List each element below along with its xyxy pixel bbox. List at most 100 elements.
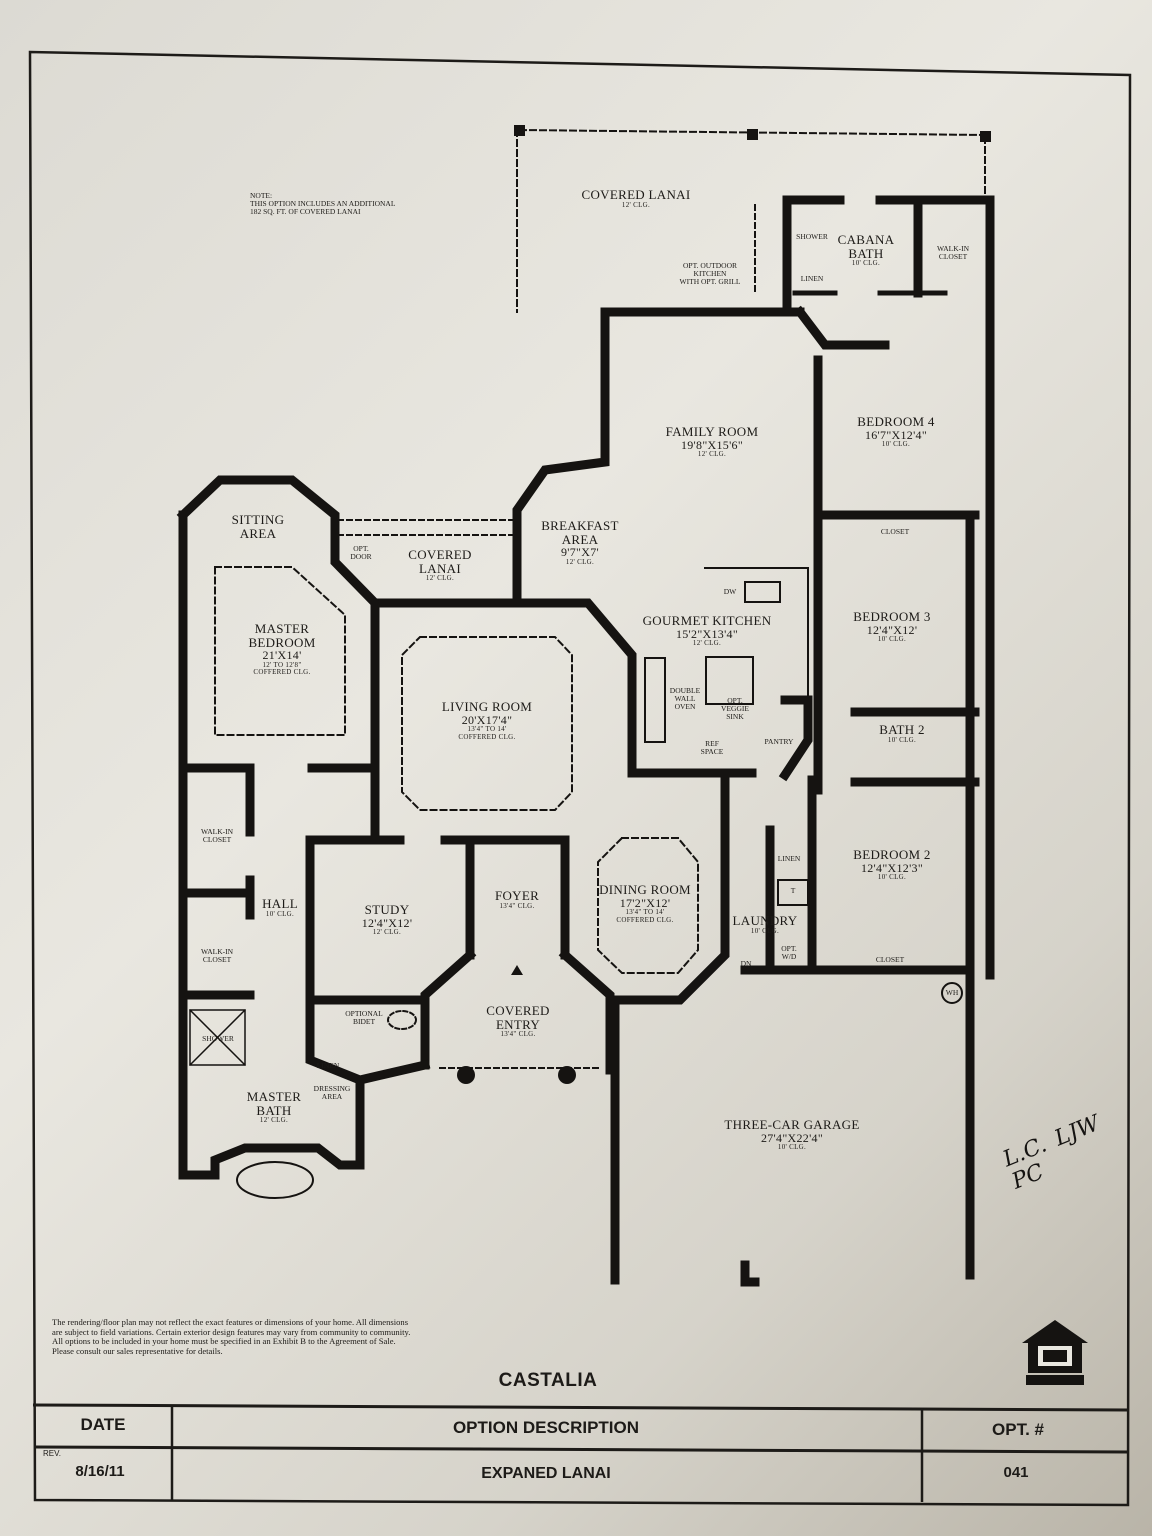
room-ceiling: 12' CLG.: [372, 928, 402, 937]
room-label-opt-door: OPT.DOOR: [350, 545, 371, 561]
room-dimensions: 12'4"X12'3": [860, 860, 924, 875]
disclaimer-text: The rendering/floor plan may not reflect…: [52, 1317, 411, 1356]
room-name: BEDROOM 4: [857, 414, 935, 429]
room-name: FAMILY ROOM: [665, 424, 759, 439]
room-name: OVEN: [674, 701, 696, 711]
room-dimensions: 12'4"X12': [866, 622, 918, 637]
room-ceiling: 12' CLG.: [425, 574, 455, 583]
room-name: BREAKFAST: [541, 518, 619, 533]
room-ceiling: 10' CLG.: [750, 926, 780, 935]
room-name: OPT. OUTDOOR: [682, 261, 738, 270]
room-ceiling: 10' CLG.: [887, 735, 917, 744]
room-name: HALL: [262, 896, 298, 911]
room-name: OPTIONAL: [345, 1009, 383, 1018]
room-label-linen-master: LINEN: [316, 1061, 340, 1070]
room-dimensions: 17'2"X12': [619, 895, 671, 910]
room-label-shower-cabana: SHOWER: [796, 232, 828, 241]
room-name: WALL: [674, 693, 696, 703]
room-ceiling: COFFERED CLG.: [458, 732, 516, 741]
opt-number-header: OPT. #: [992, 1420, 1044, 1439]
room-ceiling: 12' CLG.: [259, 1116, 289, 1125]
room-name: FOYER: [494, 888, 540, 903]
room-name: DRESSING: [313, 1084, 351, 1093]
room-label-dw: DW: [723, 587, 737, 596]
room-name: ENTRY: [495, 1016, 541, 1032]
room-name: BATH 2: [879, 722, 925, 737]
room-ceiling: 12' CLG.: [692, 639, 722, 648]
room-name: W/D: [781, 951, 797, 961]
room-ceiling: 10' CLG.: [265, 909, 295, 918]
room-dimensions: 19'8"X15'6": [680, 437, 744, 452]
room-label-t: T: [790, 886, 796, 895]
room-label-closet-bed2: CLOSET: [875, 955, 905, 964]
room-name: LIVING ROOM: [441, 699, 533, 714]
room-name: REF: [705, 739, 719, 748]
room-dimensions: 16'7"X12'4": [864, 427, 928, 442]
room-name: BATH: [848, 245, 884, 261]
room-dimensions: 27'4"X22'4": [760, 1130, 824, 1145]
room-name: COVERED: [408, 547, 472, 562]
plan-title: CASTALIA: [498, 1370, 598, 1391]
room-ceiling: 13'4" CLG.: [500, 1030, 536, 1039]
room-name: VEGGIE: [721, 703, 749, 713]
room-name: AREA: [321, 1091, 343, 1101]
room-name: WALK-IN: [936, 244, 970, 253]
room-ceiling: 12' TO 12'8": [262, 660, 302, 669]
room-name: STUDY: [364, 902, 410, 917]
room-name: LANAI: [419, 560, 461, 576]
room-name: CLOSET: [202, 834, 232, 844]
room-name: CLOSET: [202, 954, 232, 964]
room-ceiling: 13'4" TO 14': [467, 725, 507, 734]
room-ceiling: COFFERED CLG.: [253, 668, 311, 677]
description-header: OPTION DESCRIPTION: [452, 1418, 640, 1437]
room-ceiling: 10' CLG.: [881, 440, 911, 449]
room-dimensions: 21'X14': [262, 648, 302, 663]
room-name: MASTER: [246, 1089, 302, 1104]
option-number: 041: [1003, 1464, 1029, 1481]
room-name: MASTER: [254, 621, 310, 636]
room-dimensions: 12'4"X12': [361, 915, 413, 930]
room-name: KITCHEN: [693, 268, 727, 278]
room-name: GOURMET KITCHEN: [642, 613, 772, 628]
room-name: AREA: [561, 531, 599, 547]
room-name: OPT.: [353, 544, 369, 553]
rev-label: REV.: [43, 1449, 61, 1458]
room-ceiling: 10' CLG.: [877, 635, 907, 644]
room-ceiling: 13'4" CLG.: [499, 901, 535, 910]
room-name: DINING ROOM: [599, 882, 691, 897]
room-ceiling: 10' CLG.: [877, 873, 907, 882]
room-name: COVERED: [486, 1003, 550, 1018]
room-name: BEDROOM: [248, 634, 316, 650]
room-name: BATH: [256, 1102, 292, 1118]
note-line: THIS OPTION INCLUDES AN ADDITIONAL: [250, 198, 396, 208]
room-name: WALK-IN: [200, 827, 234, 836]
room-name: BEDROOM 3: [853, 609, 931, 624]
room-label-closet-bed3: CLOSET: [880, 527, 910, 536]
room-label-wh: WH: [945, 988, 959, 997]
room-ceiling: COFFERED CLG.: [616, 915, 674, 924]
room-name: THREE-CAR GARAGE: [724, 1117, 860, 1132]
room-ceiling: 12' CLG.: [697, 450, 727, 459]
room-name: CLOSET: [938, 251, 968, 261]
